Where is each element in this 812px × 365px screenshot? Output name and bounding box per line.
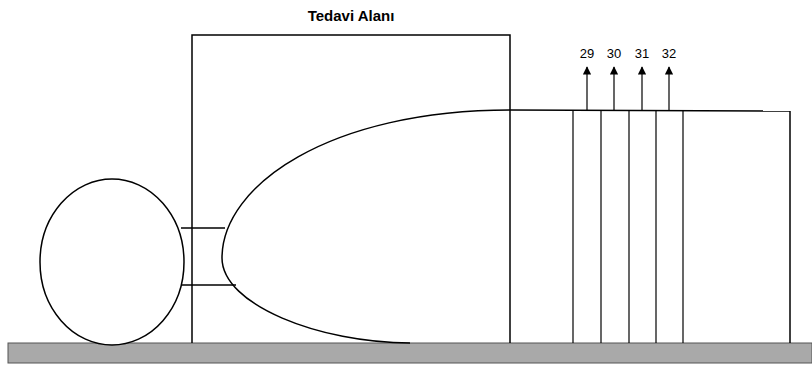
slice-line bbox=[682, 110, 683, 343]
callout-number: 29 bbox=[580, 47, 594, 60]
torso-outline bbox=[222, 110, 510, 343]
field-edge bbox=[509, 110, 511, 343]
slice-line bbox=[572, 110, 573, 343]
field-bracket bbox=[192, 35, 510, 343]
slice-line bbox=[600, 110, 601, 343]
slice-arrow bbox=[613, 67, 614, 110]
slice-line bbox=[628, 110, 629, 343]
field-title: Tedavi Alanı bbox=[308, 8, 395, 23]
callout-number: 32 bbox=[662, 47, 676, 60]
treatment-table bbox=[8, 343, 812, 363]
slice-arrow bbox=[641, 67, 642, 110]
head-outline bbox=[40, 179, 184, 345]
neck-line bbox=[181, 284, 236, 286]
legs-outline bbox=[510, 110, 790, 111]
slice-arrow bbox=[668, 67, 669, 110]
callout-number: 31 bbox=[635, 47, 649, 60]
slice-line bbox=[655, 110, 656, 343]
callout-number: 30 bbox=[607, 47, 621, 60]
neck-line bbox=[181, 227, 225, 229]
legs-outline bbox=[789, 111, 791, 343]
slice-arrow bbox=[586, 67, 587, 110]
